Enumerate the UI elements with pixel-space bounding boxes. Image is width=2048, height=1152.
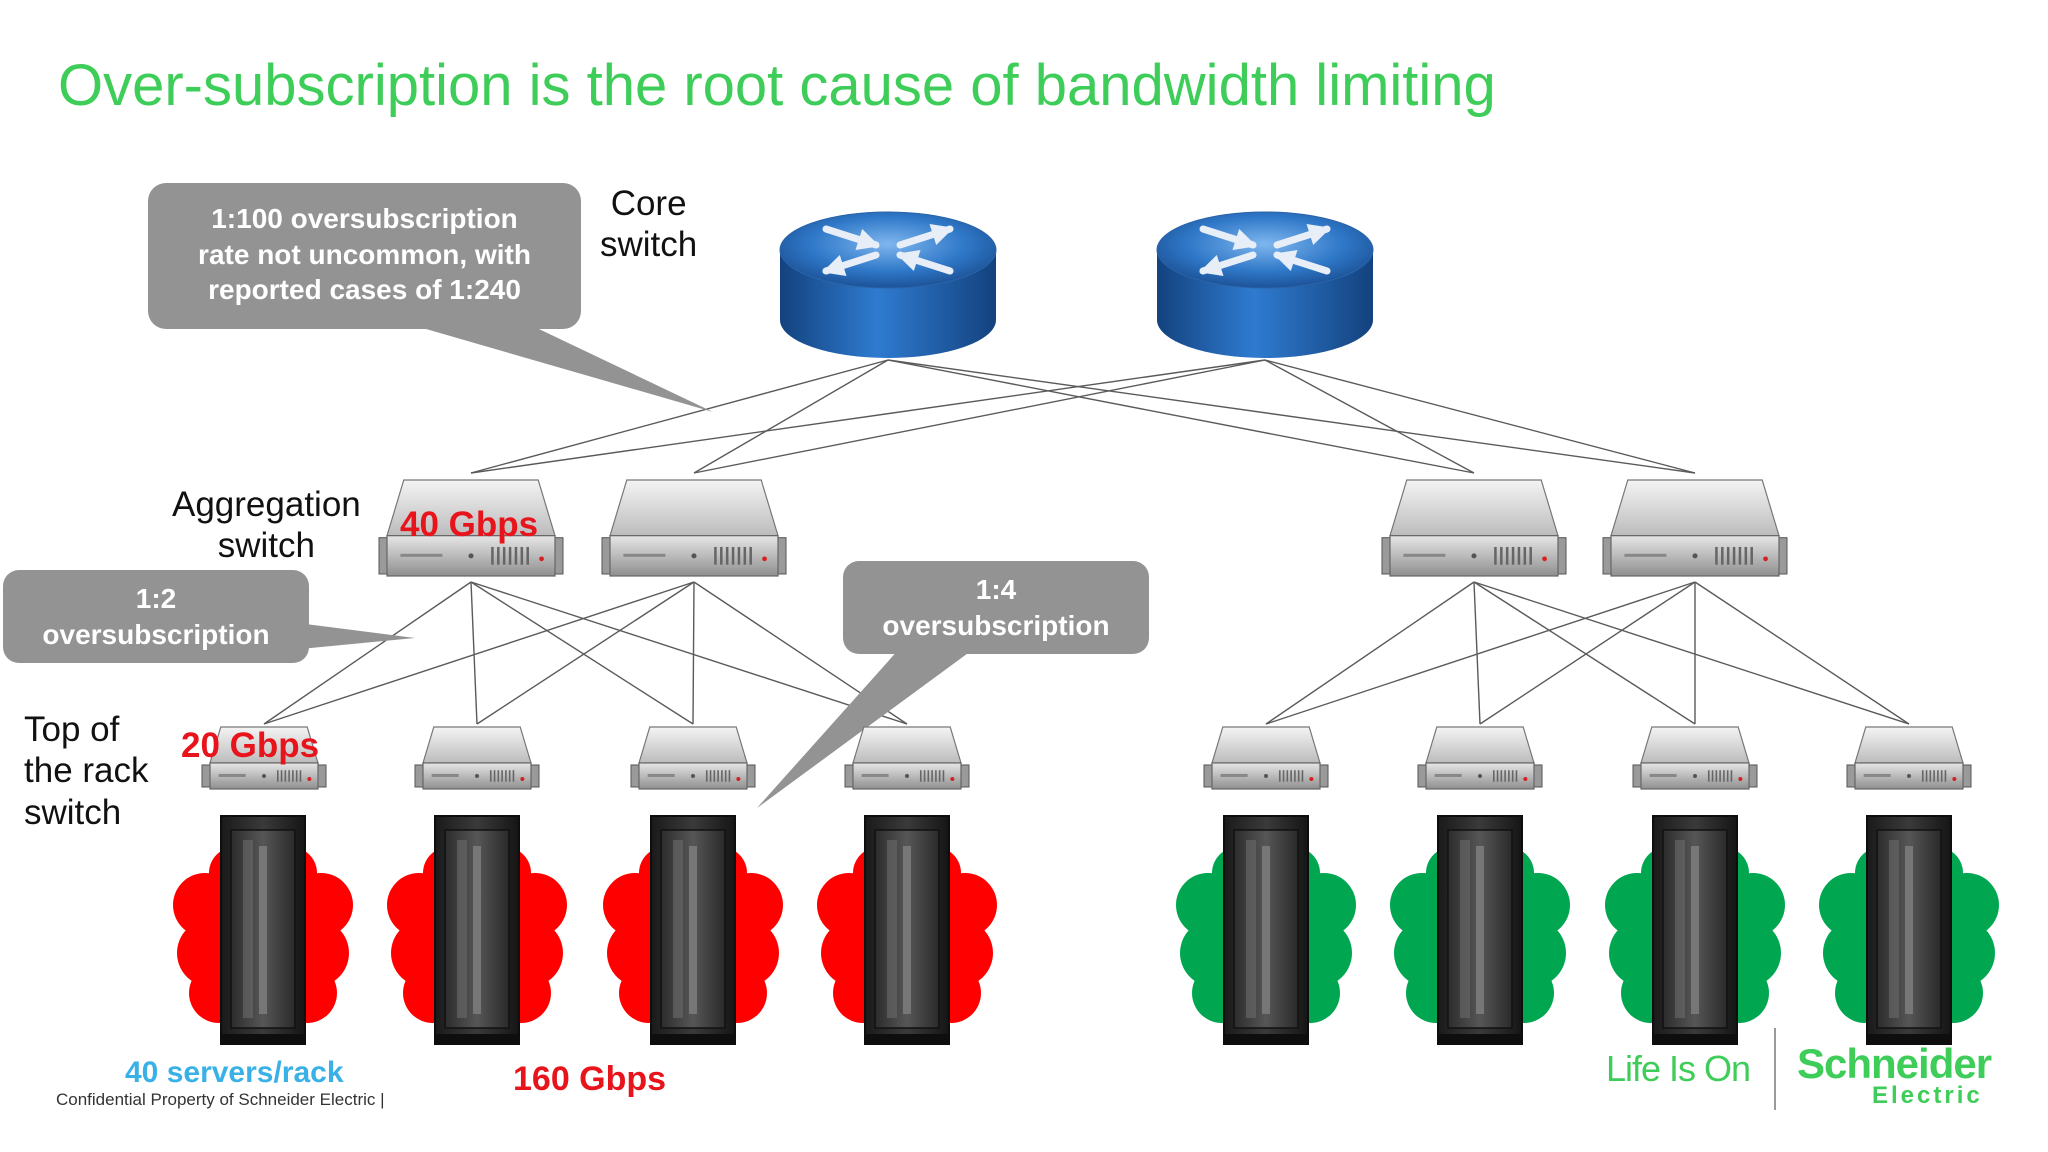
rack-cabinet-icon: [1437, 815, 1523, 1045]
servers-per-rack: 40 servers/rack: [125, 1056, 344, 1089]
agg-tor-link: [1473, 581, 1696, 725]
server-switch-icon: [1417, 726, 1543, 790]
network-links: [263, 359, 1910, 725]
agg-tor-link: [470, 581, 694, 725]
agg-tor-link: [1265, 581, 1475, 725]
server-switch-icon: [844, 726, 970, 790]
top-of-rack-label: Top of the rack switch: [24, 710, 149, 832]
router-icon: [779, 211, 997, 358]
rack-cabinet-icon: [434, 815, 520, 1045]
agg-tor-link: [263, 581, 472, 725]
agg-tor-link: [692, 581, 695, 725]
agg-tor-link: [263, 581, 695, 725]
core-switch-label: Core switch: [600, 184, 698, 265]
rack-cabinet-icon: [1652, 815, 1738, 1045]
callout-core: [148, 183, 713, 412]
server-switch-icon: [601, 479, 787, 577]
server-switch-icon: [378, 479, 564, 577]
aggregation-switch-label: Aggregation switch: [172, 485, 361, 566]
rack-cabinet-icon: [650, 815, 736, 1045]
core-agg-link: [470, 359, 889, 474]
agg-tor-link: [470, 581, 908, 725]
agg-tor-link: [1473, 581, 1481, 725]
core-switches: [779, 211, 1374, 358]
core-agg-link: [887, 359, 1475, 474]
aggregation-rate: 40 Gbps: [400, 505, 539, 544]
agg-tor-link: [1265, 581, 1696, 725]
server-switch-icon: [201, 726, 327, 790]
router-icon: [1156, 211, 1374, 358]
total-bandwidth: 160 Gbps: [513, 1060, 667, 1098]
callout-rack-text: 1:4 oversubscription: [882, 574, 1110, 641]
rack-cabinets: [220, 815, 1952, 1045]
agg-tor-link: [1473, 581, 1910, 725]
rack-cabinet-icon: [1223, 815, 1309, 1045]
server-switch-icon: [1203, 726, 1329, 790]
electric-logo: Electric: [1872, 1082, 1983, 1109]
rack-cabinet-icon: [1866, 815, 1952, 1045]
server-switch-icon: [1632, 726, 1758, 790]
server-switch-icon: [1381, 479, 1567, 577]
aggregation-switches: [378, 479, 1788, 577]
core-agg-link: [470, 359, 1266, 474]
rack-cabinet-icon: [864, 815, 950, 1045]
agg-tor-link: [476, 581, 695, 725]
confidential-notice: Confidential Property of Schneider Elect…: [56, 1090, 385, 1109]
top-of-rack-switches: [201, 726, 1972, 790]
server-switch-icon: [414, 726, 540, 790]
server-switch-icon: [630, 726, 756, 790]
agg-tor-link: [1694, 581, 1910, 725]
server-switch-icon: [1846, 726, 1972, 790]
slide-title: Over-subscription is the root cause of b…: [58, 53, 1496, 118]
rack-cabinet-icon: [220, 815, 306, 1045]
agg-tor-link: [1479, 581, 1696, 725]
life-is-on-logo: Life Is On: [1606, 1048, 1751, 1089]
core-agg-link: [1264, 359, 1475, 474]
core-agg-link: [693, 359, 1266, 474]
core-agg-link: [1264, 359, 1696, 474]
top-of-rack-rate: 20 Gbps: [181, 726, 320, 765]
core-agg-link: [693, 359, 889, 474]
core-agg-link: [887, 359, 1696, 474]
logo-divider: [1774, 1028, 1776, 1110]
callout-aggregation-text: 1:2 oversubscription: [42, 583, 270, 650]
callout-core-text: 1:100 oversubscription rate not uncommon…: [198, 203, 531, 306]
agg-tor-link: [470, 581, 478, 725]
server-switch-icon: [1602, 479, 1788, 577]
schneider-logo: Schneider: [1797, 1040, 1992, 1087]
callout-aggregation: [3, 570, 415, 663]
